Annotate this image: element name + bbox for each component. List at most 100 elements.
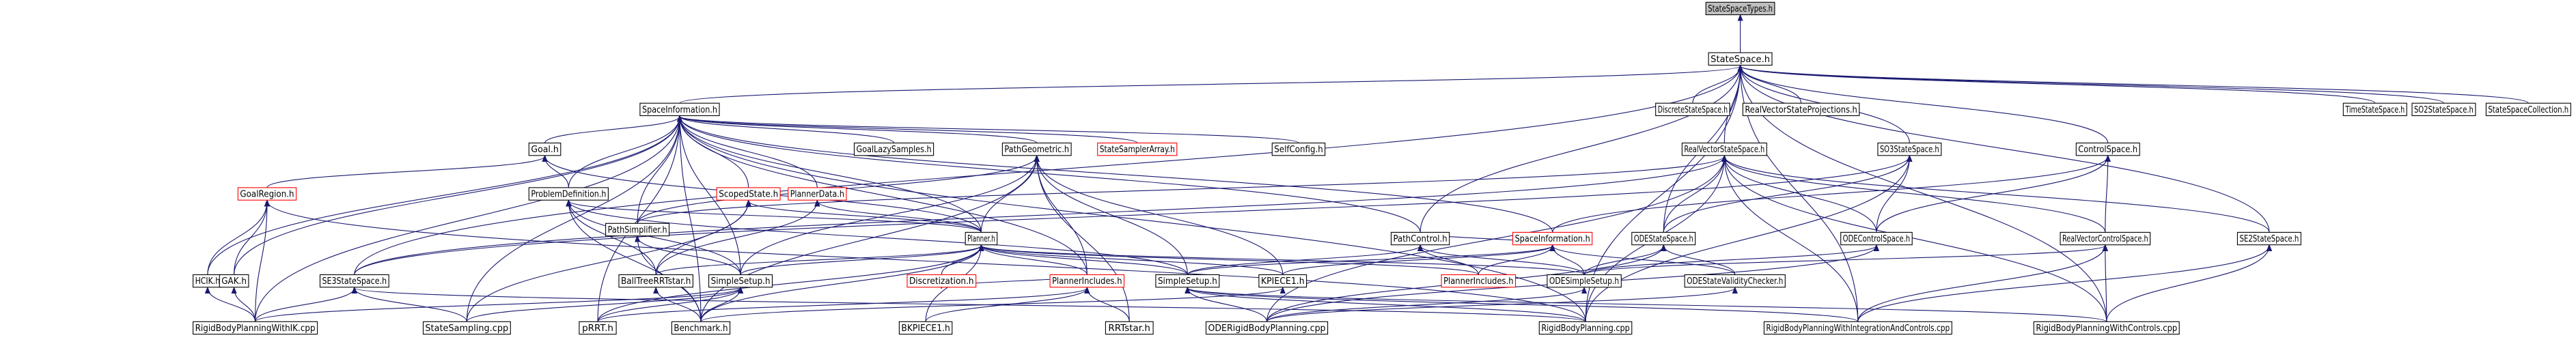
node-goalregion[interactable]: GoalRegion.h (237, 187, 297, 201)
node-label: StateSamplerArray.h (1100, 144, 1175, 155)
node-label: PlannerIncludes.h (1052, 276, 1122, 287)
edge-oderbp-to-odesimplesetup (1266, 288, 1585, 322)
node-goallazy[interactable]: GoalLazySamples.h (853, 142, 934, 156)
edge-prrt-to-plannerincludes (597, 288, 1087, 322)
edge-planner-to-probdef (568, 201, 982, 233)
node-collection[interactable]: StateSpaceCollection.h (2485, 102, 2571, 117)
node-spaceinfo2[interactable]: SpaceInformation.h (1512, 231, 1593, 246)
edge-balltree-to-probdef (568, 201, 656, 275)
edge-pathcontrol-to-spaceinfo (680, 117, 1421, 233)
node-scoped[interactable]: ScopedState.h (716, 187, 781, 201)
edge-goalregion-to-goal (266, 156, 545, 188)
edge-odecontrolspace-to-so3 (1876, 156, 1909, 233)
node-rrtstar[interactable]: RRTstar.h (1105, 321, 1154, 335)
edge-odevalidity-to-spaceinfo2 (1553, 246, 1736, 275)
node-rbwhik[interactable]: RigidBodyPlanningWithIK.cpp (193, 321, 318, 335)
node-gak[interactable]: GAK.h (219, 274, 249, 288)
edge-simplesetup2-to-planner (981, 246, 1188, 275)
edge-rbp-to-se3 (355, 288, 1586, 322)
node-label: HCIK.h (195, 276, 221, 287)
edge-planner-to-plannerdata (817, 201, 982, 233)
node-plannerincludes2[interactable]: PlannerIncludes.h (1441, 274, 1516, 288)
edge-rbpwc-to-se2 (2106, 246, 2269, 322)
edge-odesimplesetup-to-odecontrolspace (1583, 246, 1876, 275)
node-selfconfig[interactable]: SelfConfig.h (1271, 142, 1326, 156)
edge-pathcontrol-to-statespace (1419, 66, 1741, 233)
node-realvecproj[interactable]: RealVectorStateProjections.h (1742, 102, 1860, 117)
node-discrete[interactable]: DiscreteStateSpace.h (1655, 102, 1730, 117)
edge-simplesetup2-to-pathcontrol (1187, 246, 1420, 275)
edge-bkpiece1-to-plannerincludes (925, 288, 1087, 322)
node-plannerdata[interactable]: PlannerData.h (788, 187, 847, 201)
edge-probdef-to-goal (545, 156, 569, 188)
edge-plannerincludes-to-spaceinfo (680, 117, 1088, 275)
node-statesampling[interactable]: StateSampling.cpp (422, 321, 511, 335)
edge-realvecctrl-to-realvecss (1724, 156, 2106, 233)
node-hcik[interactable]: HCIK.h (193, 274, 223, 288)
node-label: pRRT.h (582, 323, 613, 334)
node-label: ODESimpleSetup.h (1549, 276, 1619, 287)
edge-rbwhik-to-goalregion (255, 201, 267, 322)
node-sampler[interactable]: StateSamplerArray.h (1097, 142, 1178, 156)
edge-odess-to-realvecss (1663, 156, 1724, 233)
edge-timess-to-statespace (1741, 66, 2376, 104)
edge-prrt-to-planner (597, 246, 981, 322)
edge-rbp-to-so3 (1585, 156, 1909, 322)
node-pathgeo[interactable]: PathGeometric.h (1001, 142, 1072, 156)
edge-odecontrolspace-to-controlspace (1876, 156, 2108, 233)
node-label: RRTstar.h (1108, 323, 1150, 334)
node-pathsimp[interactable]: PathSimplifier.h (605, 223, 670, 237)
node-label: StateSpaceCollection.h (2488, 104, 2568, 115)
node-odess[interactable]: ODEStateSpace.h (1631, 231, 1696, 246)
node-goal[interactable]: Goal.h (528, 142, 562, 156)
edge-statesampling-to-simplesetup (466, 288, 740, 322)
edge-rbpwic-to-realvecss (1724, 156, 1859, 322)
node-se3[interactable]: SE3StateSpace.h (319, 274, 389, 288)
node-odevalidity[interactable]: ODEStateValidityChecker.h (1684, 274, 1786, 288)
edge-simplesetup-to-pathsimp (637, 237, 741, 275)
edge-sampler-to-spaceinfo (680, 117, 1138, 143)
node-rbpwic[interactable]: RigidBodyPlanningWithIntegrationAndContr… (1763, 321, 1952, 335)
node-label: Discretization.h (909, 276, 974, 287)
node-label: RealVectorStateSpace.h (1684, 144, 1764, 155)
node-realvecss[interactable]: RealVectorStateSpace.h (1681, 142, 1767, 156)
node-so3[interactable]: SO3StateSpace.h (1877, 142, 1942, 156)
node-probdef[interactable]: ProblemDefinition.h (528, 187, 609, 201)
node-discretization[interactable]: Discretization.h (906, 274, 977, 288)
node-bkpiece1[interactable]: BKPIECE1.h (898, 321, 953, 335)
node-label: GoalRegion.h (240, 189, 294, 200)
node-oderbp[interactable]: ODERigidBodyPlanning.cpp (1205, 321, 1329, 335)
node-rbp[interactable]: RigidBodyPlanning.cpp (1538, 321, 1633, 335)
edge-simplesetup-to-planner (740, 246, 981, 275)
node-balltree[interactable]: BallTreeRRTstar.h (618, 274, 693, 288)
node-rbpwc[interactable]: RigidBodyPlanningWithControls.cpp (2033, 321, 2180, 335)
node-se2[interactable]: SE2StateSpace.h (2236, 231, 2301, 246)
node-label: SpaceInformation.h (1515, 233, 1590, 244)
node-kpiece1[interactable]: KPIECE1.h (1258, 274, 1307, 288)
node-spaceinfo[interactable]: SpaceInformation.h (639, 102, 720, 117)
node-so2[interactable]: SO2StateSpace.h (2411, 102, 2476, 117)
node-odesimplesetup[interactable]: ODESimpleSetup.h (1547, 274, 1622, 288)
edge-plannerincludes-to-planner (981, 246, 1088, 275)
node-planner[interactable]: Planner.h (965, 231, 998, 246)
node-odecontrolspace[interactable]: ODEControlSpace.h (1840, 231, 1913, 246)
node-plannerincludes[interactable]: PlannerIncludes.h (1049, 274, 1125, 288)
node-simplesetup2[interactable]: SimpleSetup.h (1155, 274, 1220, 288)
node-label: PathGeometric.h (1004, 144, 1069, 155)
node-label: GoalLazySamples.h (857, 144, 932, 155)
node-label: Goal.h (531, 144, 559, 155)
node-realvecctrl[interactable]: RealVectorControlSpace.h (2060, 231, 2151, 246)
node-simplesetup[interactable]: SimpleSetup.h (708, 274, 773, 288)
node-root[interactable]: StateSpaceTypes.h (1705, 1, 1775, 16)
edge-odess-to-so3 (1663, 156, 1909, 233)
node-label: Planner.h (967, 233, 995, 244)
node-benchmark[interactable]: Benchmark.h (671, 321, 731, 335)
node-label: BallTreeRRTstar.h (621, 276, 691, 287)
node-prrt[interactable]: pRRT.h (579, 321, 617, 335)
node-pathcontrol[interactable]: PathControl.h (1390, 231, 1450, 246)
node-controlspace[interactable]: ControlSpace.h (2075, 142, 2140, 156)
node-timess[interactable]: TimeStateSpace.h (2342, 102, 2407, 117)
node-statespace[interactable]: StateSpace.h (1708, 52, 1773, 66)
node-label: RigidBodyPlanningWithIK.cpp (195, 323, 316, 334)
